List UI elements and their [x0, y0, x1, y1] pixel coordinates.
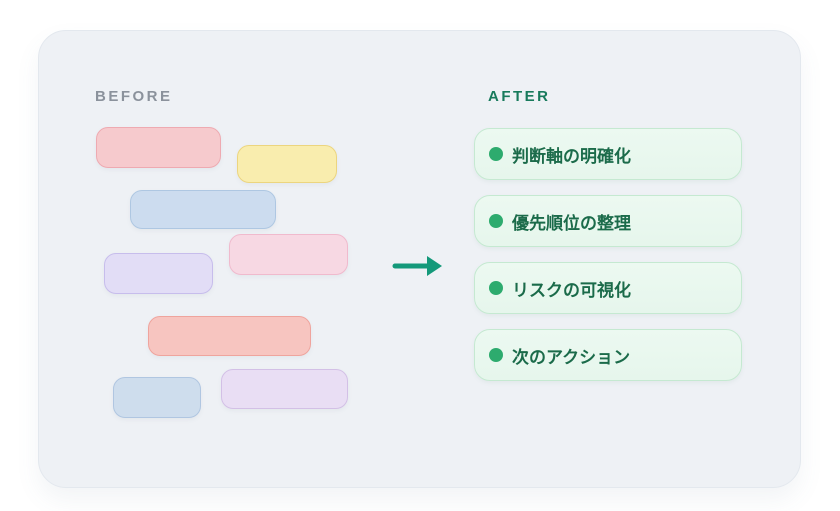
right-arrow-svg — [392, 256, 442, 276]
before-blocks-area — [39, 31, 800, 487]
right-arrow-icon — [392, 250, 446, 280]
bullet-dot-icon — [489, 348, 503, 362]
before-after-card: BEFORE AFTER 判断軸の明確化 優先順 — [38, 30, 801, 488]
bullet-dot-icon — [489, 281, 503, 295]
after-item-label: 優先順位の整理 — [512, 213, 631, 233]
sticky-block-pink-2 — [229, 234, 348, 275]
before-section-label: BEFORE — [95, 88, 173, 105]
after-items-list: 判断軸の明確化 優先順位の整理 リスクの可視化 次のアクション — [474, 128, 742, 381]
after-item-pill: 次のアクション — [474, 329, 742, 381]
sticky-block-pink-1 — [96, 127, 221, 168]
after-item-label: リスクの可視化 — [512, 280, 631, 300]
bullet-dot-icon — [489, 214, 503, 228]
after-section-label: AFTER — [488, 88, 551, 105]
sticky-block-blue-1 — [130, 190, 276, 229]
after-item-label: 次のアクション — [512, 347, 631, 367]
after-item-pill: 優先順位の整理 — [474, 195, 742, 247]
sticky-block-yellow — [237, 145, 337, 183]
after-item-pill: リスクの可視化 — [474, 262, 742, 314]
sticky-block-lavender-2 — [221, 369, 348, 409]
sticky-block-lavender-1 — [104, 253, 213, 294]
bullet-dot-icon — [489, 147, 503, 161]
after-item-pill: 判断軸の明確化 — [474, 128, 742, 180]
sticky-block-salmon — [148, 316, 311, 356]
sticky-block-blue-2 — [113, 377, 201, 418]
after-item-label: 判断軸の明確化 — [512, 146, 631, 166]
